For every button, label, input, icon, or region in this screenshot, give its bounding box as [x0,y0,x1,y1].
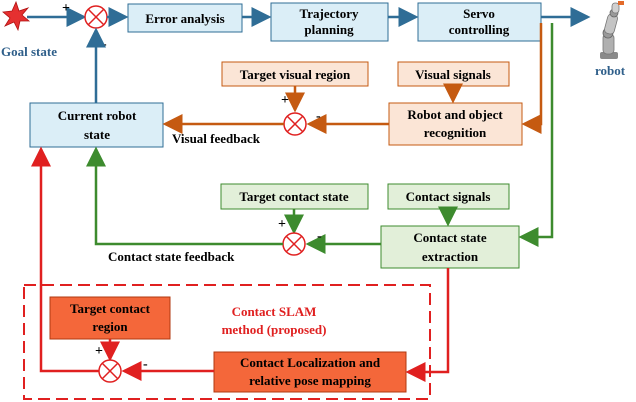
contact-state-extraction-block: Contact state extraction [380,225,520,269]
sum-slam-plus: + [95,344,103,359]
svg-text:Target contact: Target contact [70,301,151,316]
svg-text:Contact Localization and: Contact Localization and [240,355,381,370]
arrow-servo-to-recognition [521,23,543,134]
error-analysis-block: Error analysis [127,3,243,33]
goal-state-star-icon [2,0,31,32]
sum-top-minus: - [102,37,107,52]
robot-label: robot [595,63,626,78]
current-robot-state-block: Current robot state [29,102,164,148]
svg-text:Contact signals: Contact signals [406,189,491,204]
slam-label-line2: method (proposed) [222,322,327,337]
svg-text:Contact state: Contact state [413,230,487,245]
summing-junction-slam [98,359,122,383]
contact-localization-block: Contact Localization and relative pose m… [213,351,407,393]
sum-contact-minus: - [317,229,322,244]
sum-slam-minus: - [143,357,148,372]
svg-text:relative pose mapping: relative pose mapping [249,373,371,388]
contact-state-feedback-label: Contact state feedback [108,249,235,264]
svg-text:Trajectory: Trajectory [300,6,359,21]
svg-text:extraction: extraction [422,249,479,264]
svg-text:region: region [92,319,128,334]
arrow-servo-to-contact-extraction [518,23,554,247]
arrow-extraction-to-localization [405,268,450,382]
svg-text:recognition: recognition [424,125,487,140]
svg-text:state: state [84,127,110,142]
svg-text:Target contact state: Target contact state [239,189,348,204]
trajectory-planning-block: Trajectory planning [270,2,389,42]
arrow-slam-feedback-to-state [31,146,99,373]
contact-slam-region [23,284,431,400]
target-visual-region-block: Target visual region [221,61,369,87]
svg-text:Error analysis: Error analysis [145,11,224,26]
summing-junction-visual [283,112,307,136]
visual-feedback-label: Visual feedback [172,131,261,146]
svg-text:Robot and object: Robot and object [407,107,503,122]
sum-visual-plus: + [281,93,289,108]
robot-arm-icon [600,1,624,59]
svg-text:controlling: controlling [449,22,510,37]
summing-junction-contact [282,232,306,256]
goal-state-label: Goal state [1,44,57,59]
svg-text:planning: planning [304,22,354,37]
robot-object-recognition-block: Robot and object recognition [388,102,523,146]
sum-contact-plus: + [278,217,286,232]
servo-controlling-block: Servo controlling [417,2,542,42]
arrow-contact-feedback-to-state [86,146,283,246]
sum-top-plus: + [62,1,70,16]
slam-label-line1: Contact SLAM [232,304,317,319]
svg-text:Target visual region: Target visual region [240,67,351,82]
target-contact-region-block: Target contact region [49,296,171,340]
visual-signals-block: Visual signals [397,61,510,87]
svg-text:Visual signals: Visual signals [415,67,491,82]
target-contact-state-block: Target contact state [220,183,369,210]
summing-junction-top [84,5,108,29]
contact-signals-block: Contact signals [387,183,510,210]
svg-text:Current robot: Current robot [58,108,137,123]
svg-text:Servo: Servo [463,6,495,21]
sum-visual-minus: - [316,109,321,124]
